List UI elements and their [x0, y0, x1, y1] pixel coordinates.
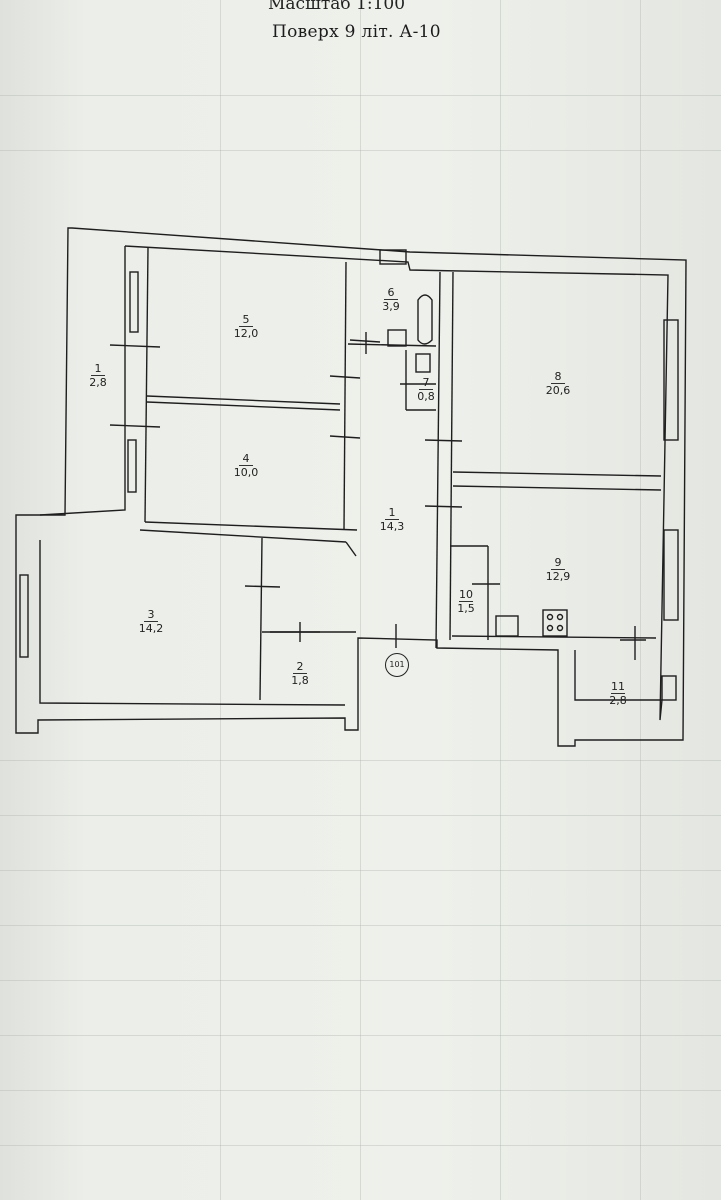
room-label-5: 5 12,0 — [226, 313, 266, 340]
room-area: 10,0 — [233, 466, 259, 479]
door-mark — [329, 435, 361, 439]
door-mark — [329, 375, 361, 379]
room-number: 10 — [459, 588, 473, 602]
room-area: 2,8 — [89, 376, 107, 389]
room-label-8: 8 20,6 — [538, 370, 578, 397]
room-area: 3,9 — [382, 300, 400, 313]
grid-line — [0, 980, 721, 981]
door-mark — [109, 424, 161, 428]
room-number: 1 — [385, 506, 399, 520]
room-label-6: 6 3,9 — [371, 286, 411, 313]
sink — [387, 329, 407, 347]
door-mark — [349, 339, 381, 343]
window — [663, 319, 679, 441]
inner-wall — [124, 245, 669, 721]
window — [127, 439, 137, 493]
grid-line — [0, 95, 721, 96]
partition-wall — [259, 537, 263, 701]
room-label-9: 9 12,9 — [538, 556, 578, 583]
door-mark — [424, 439, 463, 442]
grid-line — [360, 0, 361, 1200]
stove — [542, 609, 568, 637]
room-label-4: 4 10,0 — [226, 452, 266, 479]
room-number: 7 — [419, 376, 433, 390]
partition-wall — [449, 271, 454, 641]
room-number: 11 — [611, 680, 625, 694]
partition-wall — [347, 343, 437, 347]
room-label-3: 3 14,2 — [131, 608, 171, 635]
grid-line — [0, 870, 721, 871]
room-label-2: 2 1,8 — [280, 660, 320, 687]
door-mark — [109, 344, 161, 348]
window — [19, 574, 29, 658]
room-number: 1 — [91, 362, 105, 376]
room-area: 2,8 — [609, 694, 627, 707]
grid-line — [0, 1145, 721, 1146]
grid-line — [0, 815, 721, 816]
room-number: 8 — [551, 370, 565, 384]
bathtub — [417, 294, 433, 345]
grid-line — [220, 0, 221, 1200]
scale-text: Масштаб 1:100 — [268, 0, 406, 14]
outer-wall — [15, 227, 687, 747]
door-mark — [244, 585, 281, 588]
room-area: 1,5 — [457, 602, 475, 615]
window — [129, 271, 139, 333]
room-label-10: 10 1,5 — [446, 588, 486, 615]
partition-wall — [452, 485, 662, 491]
grid-line — [0, 760, 721, 761]
grid-line — [0, 150, 721, 151]
room-area: 12,9 — [545, 570, 571, 583]
partition-wall — [452, 471, 662, 477]
partition-wall — [146, 395, 341, 405]
room-area: 1,8 — [291, 674, 309, 687]
partition-wall — [144, 521, 358, 531]
window — [379, 249, 407, 265]
door-mark — [424, 505, 463, 508]
inner-wall — [39, 540, 346, 706]
room-number: 3 — [144, 608, 158, 622]
partition-wall — [451, 635, 657, 639]
room-area: 14,2 — [138, 622, 164, 635]
partition-wall — [144, 247, 149, 523]
grid-line — [500, 0, 501, 1200]
grid-line — [0, 1035, 721, 1036]
kitchen-sink — [495, 615, 519, 637]
window — [663, 529, 679, 621]
room-area: 12,0 — [233, 327, 259, 340]
room-label-1b: 1 14,3 — [372, 506, 412, 533]
partition-wall — [139, 529, 347, 543]
inner-wall — [39, 246, 126, 516]
room-label-7: 7 0,8 — [406, 376, 446, 403]
partition-wall — [435, 271, 441, 649]
grid-line — [640, 0, 641, 1200]
partition-wall — [345, 541, 357, 557]
room-number: 6 — [384, 286, 398, 300]
room-number: 4 — [239, 452, 253, 466]
partition-wall — [343, 261, 347, 531]
toilet — [415, 353, 431, 373]
grid-line — [0, 925, 721, 926]
entrance-marker: 101 — [385, 653, 409, 677]
grid-line — [0, 1090, 721, 1091]
room-label-11: 11 2,8 — [598, 680, 638, 707]
room-label-1a: 1 2,8 — [78, 362, 118, 389]
room-number: 5 — [239, 313, 253, 327]
floor-title: Поверх 9 літ. А-10 — [272, 22, 441, 42]
partition-wall — [146, 401, 341, 411]
room-area: 14,3 — [379, 520, 405, 533]
window — [661, 675, 677, 701]
room-area: 0,8 — [417, 390, 435, 403]
room-number: 9 — [551, 556, 565, 570]
room-number: 2 — [293, 660, 307, 674]
room-area: 20,6 — [545, 384, 571, 397]
